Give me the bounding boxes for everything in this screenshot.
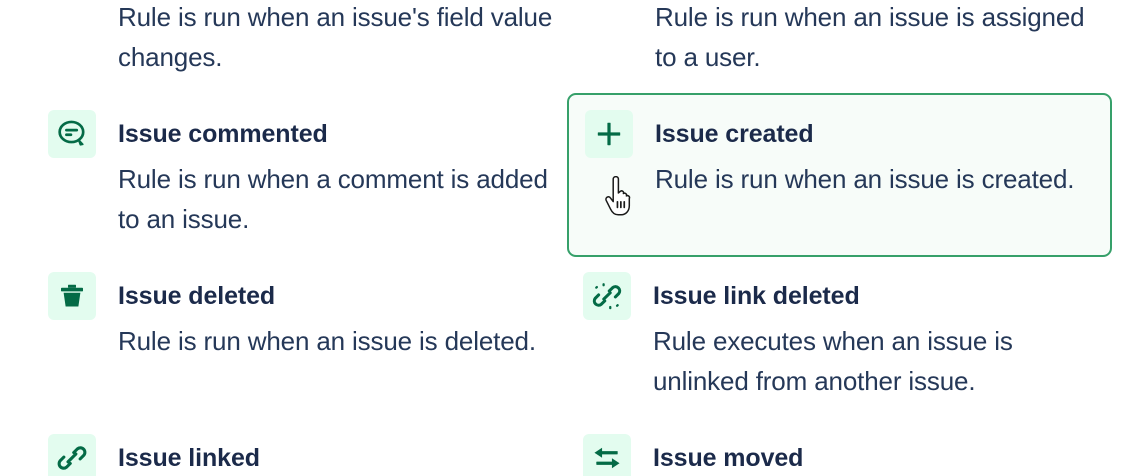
plus-icon <box>585 110 633 158</box>
trigger-header: Issue created <box>585 110 1110 158</box>
trigger-title: Issue deleted <box>118 282 276 310</box>
partial-trigger-description-left: Rule is run when an issue's field value … <box>118 0 558 77</box>
trigger-header: Issue linked <box>48 434 548 476</box>
trigger-title: Issue link deleted <box>653 282 860 310</box>
trigger-description: Rule is run when an issue is created. <box>655 164 1075 194</box>
trash-icon <box>48 272 96 320</box>
trigger-option-issue-linked[interactable]: Issue linked <box>48 434 548 476</box>
trigger-option-issue-moved[interactable]: Issue moved <box>583 434 1103 476</box>
trigger-description: Rule is run when a comment is added to a… <box>118 164 548 234</box>
move-arrows-icon <box>583 434 631 476</box>
trigger-description: Rule executes when an issue is unlinked … <box>653 326 1013 396</box>
trigger-option-issue-created[interactable]: Issue created Rule is run when an issue … <box>567 93 1112 257</box>
trigger-option-issue-deleted[interactable]: Issue deleted Rule is run when an issue … <box>48 272 548 361</box>
trigger-title: Issue created <box>655 120 814 148</box>
trigger-title: Issue linked <box>118 444 260 472</box>
trigger-option-issue-commented[interactable]: Issue commented Rule is run when a comme… <box>48 110 548 239</box>
trigger-header: Issue link deleted <box>583 272 1103 320</box>
trigger-header: Issue deleted <box>48 272 548 320</box>
trigger-description: Rule is run when an issue is assigned to… <box>655 2 1085 72</box>
trigger-header: Issue commented <box>48 110 548 158</box>
trigger-description: Rule is run when an issue is deleted. <box>118 326 536 356</box>
link-icon <box>48 434 96 476</box>
comment-icon <box>48 110 96 158</box>
trigger-header: Issue moved <box>583 434 1103 476</box>
partial-trigger-description-right: Rule is run when an issue is assigned to… <box>655 0 1085 77</box>
trigger-option-issue-link-deleted[interactable]: Issue link deleted Rule executes when an… <box>583 272 1103 401</box>
trigger-title: Issue commented <box>118 120 328 148</box>
broken-link-icon <box>583 272 631 320</box>
trigger-description: Rule is run when an issue's field value … <box>118 2 553 72</box>
trigger-title: Issue moved <box>653 444 804 472</box>
